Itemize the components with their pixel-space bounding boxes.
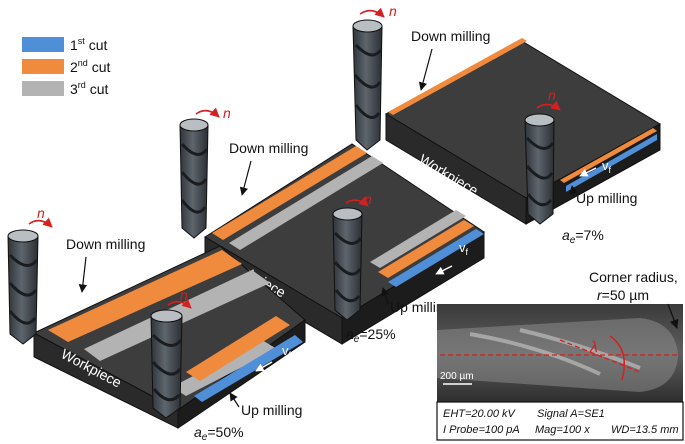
cut-stripe-orange (388, 38, 527, 115)
workpiece-block-ae7: Workpiece vf (384, 38, 662, 225)
up-milling-label: Up milling (390, 299, 451, 315)
rotation-label: n (180, 287, 188, 303)
feed-label: vf (459, 240, 469, 257)
sem-info-box (436, 401, 684, 441)
rotation-label: n (37, 205, 45, 221)
rotation-label: n (364, 191, 372, 207)
corner-radius-pointer (667, 303, 679, 329)
feed-arrow (435, 265, 453, 275)
cut-stripe-gray-2 (370, 210, 466, 268)
down-milling-label: Down milling (66, 236, 145, 252)
rotation-arrow (167, 298, 192, 309)
rotation-label: n (223, 105, 231, 121)
sem-flute (469, 328, 641, 376)
engagement-label-ae7: ae=7% (562, 227, 604, 246)
feed-label: vf (602, 158, 612, 175)
cut-stripe-gray (229, 156, 383, 250)
legend-label-1st-cut: 1st cut (70, 36, 107, 53)
sem-helix-line (559, 339, 641, 373)
corner-radius-value: r=50 µm (597, 287, 649, 303)
legend-swatch-2nd-cut (22, 59, 64, 74)
down-milling-pointer (78, 256, 88, 293)
end-mill-tool (352, 19, 383, 151)
legend: 1st cut 2nd cut 3rd cut (22, 36, 110, 97)
end-mill-tool (150, 309, 183, 419)
sem-wd: WD=13.5 mm (611, 424, 679, 436)
rotation-label: n (548, 87, 556, 103)
end-mill-tool (332, 207, 363, 321)
cut-stripe-blue (194, 335, 303, 402)
cut-stripe-blue (566, 134, 657, 192)
legend-swatch-3rd-cut (22, 81, 64, 96)
down-milling-pointer (418, 48, 433, 91)
cut-stripe-gray-2 (172, 340, 277, 396)
cut-stripe-orange (48, 250, 242, 342)
cut-stripe-orange-2 (378, 220, 474, 278)
rotation-arrow (195, 107, 220, 118)
sem-mag: Mag=100 x (535, 424, 590, 436)
block-top (384, 39, 662, 199)
rotation-label: n (389, 3, 397, 19)
down-milling-label: Down milling (229, 140, 308, 156)
cut-stripe-blue (388, 229, 484, 287)
end-mill-tool (524, 113, 555, 225)
sem-probe: I Probe=100 pA (443, 424, 520, 436)
rotation-indicators: n n n n n n (28, 3, 561, 309)
rotation-arrow (345, 196, 369, 207)
engagement-label-ae25: ae=25% (346, 326, 396, 345)
sem-helix-angle-arc (609, 335, 625, 381)
rotation-arrow (359, 7, 385, 18)
sem-lambda-label: λ (589, 339, 598, 356)
sem-scale-label: 200 µm (440, 371, 474, 382)
up-milling-label: Up milling (576, 190, 637, 206)
feed-arrow (579, 167, 597, 177)
sem-eht: EHT=20.00 kV (443, 408, 517, 420)
legend-label-3rd-cut: 3rd cut (70, 80, 108, 97)
rotation-arrow (536, 100, 561, 111)
sem-signal: Signal A=SE1 (537, 408, 605, 420)
up-milling-pointer (569, 185, 578, 198)
cut-stripe-orange-2 (186, 316, 290, 381)
down-milling-label: Down milling (411, 28, 490, 44)
annotations: Down milling Down milling Down milling U… (66, 28, 637, 443)
cut-stripe-orange (212, 146, 367, 240)
end-mill-tool (179, 118, 209, 239)
corner-radius-label: Corner radius, (589, 269, 678, 285)
end-mill-tool (7, 229, 39, 345)
sem-inset: Corner radius, r=50 µm λ 200 µm EHT=20.0… (436, 269, 684, 441)
legend-swatch-1st-cut (22, 37, 64, 52)
engagement-label-ae50: ae=50% (194, 424, 244, 443)
rotation-arrow (28, 217, 53, 228)
up-milling-label: Up milling (241, 402, 302, 418)
feed-label: vf (282, 343, 292, 360)
legend-label-2nd-cut: 2nd cut (70, 58, 110, 75)
up-milling-pointer (381, 287, 390, 305)
feed-arrow (255, 361, 273, 372)
down-milling-pointer (239, 160, 252, 196)
up-milling-pointer (229, 392, 240, 408)
